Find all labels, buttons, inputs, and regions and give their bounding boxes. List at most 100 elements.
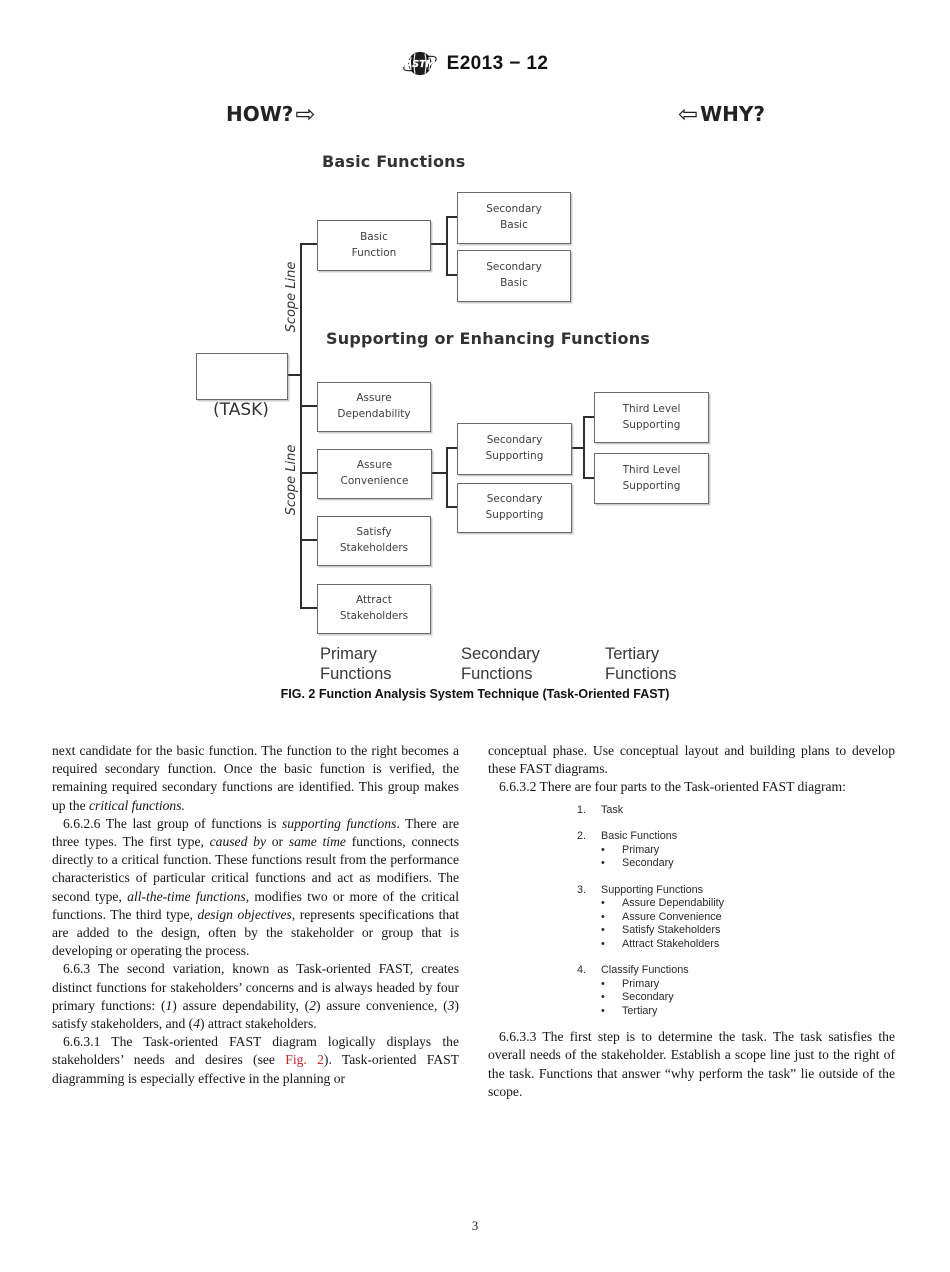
connector — [448, 216, 457, 218]
paragraph-6632: 6.6.3.2 There are four parts to the Task… — [488, 778, 895, 796]
text-run: ) assure dependability, ( — [172, 997, 310, 1013]
scope-line-label-upper: Scope Line — [283, 261, 299, 333]
text-run: 3 — [447, 997, 455, 1013]
connector — [302, 405, 317, 407]
text-run: conceptual phase. Use conceptual layout … — [488, 743, 895, 777]
bullet-icon: • — [601, 977, 605, 990]
primary-functions-label: Primary Functions — [320, 645, 392, 683]
list-label: Classify Functions — [601, 964, 689, 977]
astm-logo-icon: ASTM — [402, 48, 438, 79]
connector — [302, 243, 317, 245]
text-run: same time — [288, 834, 346, 850]
why-direction: ⇦WHY? — [678, 102, 765, 126]
assure-dependability-box: Assure Dependability — [317, 382, 431, 432]
list-label: Basic Functions — [601, 830, 678, 843]
connector — [448, 274, 457, 276]
connector — [302, 472, 317, 474]
left-column: next candidate for the basic function. T… — [52, 742, 459, 1088]
list-bullet: •Secondary — [488, 857, 895, 871]
list-number: 2. — [577, 830, 587, 843]
bullet-label: Primary — [622, 843, 660, 856]
satisfy-stakeholders-box: Satisfy Stakeholders — [317, 516, 431, 566]
text-run: ) satisfy stakeholders, and ( — [52, 997, 459, 1032]
how-direction: HOW?⇨ — [226, 102, 316, 126]
list-item: 2. Basic Functions — [488, 830, 895, 844]
assure-convenience-box: Assure Convenience — [317, 449, 432, 499]
third-level-supporting-box-2: Third Level Supporting — [594, 453, 709, 504]
text-run: supporting functions — [282, 815, 397, 831]
figure-caption: FIG. 2 Function Analysis System Techniqu… — [280, 687, 670, 701]
text-run: critical functions. — [89, 797, 185, 813]
connector — [585, 416, 594, 418]
text-run: ). Task-oriented FAST diagramming is esp… — [52, 1052, 460, 1086]
text-run: design objectives — [197, 906, 292, 922]
bullet-label: Assure Dependability — [622, 897, 725, 910]
text-run: or — [265, 834, 289, 850]
supporting-functions-heading: Supporting or Enhancing Functions — [326, 329, 651, 348]
paragraph: next candidate for the basic function. T… — [52, 742, 459, 815]
connector — [302, 539, 317, 541]
bullet-icon: • — [601, 991, 605, 1004]
list-label: Supporting Functions — [601, 883, 704, 896]
bullet-icon: • — [601, 857, 605, 870]
fig2-link[interactable]: Fig. 2 — [285, 1052, 324, 1068]
bullet-icon: • — [601, 897, 605, 910]
bullet-label: Assure Convenience — [622, 910, 722, 923]
connector — [583, 416, 585, 479]
bullet-label: Primary — [622, 977, 660, 990]
standard-designation: E2013 − 12 — [446, 52, 549, 74]
list-item: 1.Task — [488, 804, 895, 818]
left-arrow-icon: ⇦ — [678, 100, 699, 128]
connector — [585, 477, 594, 479]
connector — [302, 607, 317, 609]
list-number: 4. — [577, 964, 587, 977]
paragraph-663: 6.6.3 The second variation, known as Tas… — [52, 960, 459, 1033]
page-number: 3 — [471, 1218, 479, 1233]
connector — [430, 472, 447, 474]
text-run: ) assure convenience, ( — [315, 997, 448, 1013]
text-run: next candidate for the basic function. T… — [52, 743, 459, 813]
connector — [446, 447, 448, 508]
secondary-supporting-box-2: Secondary Supporting — [457, 483, 572, 533]
basic-functions-heading: Basic Functions — [322, 152, 466, 171]
text-run: , modifies two or more of the critical f… — [52, 888, 459, 922]
connector — [429, 243, 447, 245]
connector — [570, 447, 584, 449]
right-arrow-icon: ⇨ — [295, 100, 316, 128]
connector — [446, 216, 448, 276]
paragraph-6633: 6.6.3.3 The first step is to determine t… — [488, 1028, 895, 1101]
right-column: conceptual phase. Use conceptual layout … — [488, 742, 895, 1101]
list-item: 3. Supporting Functions — [488, 884, 895, 898]
text-run: 6.6.3 The second variation, known as Tas… — [52, 961, 459, 1013]
paragraph-6626: 6.6.2.6 The last group of functions is s… — [52, 815, 459, 961]
bullet-label: Attract Stakeholders — [622, 937, 720, 950]
paragraph: conceptual phase. Use conceptual layout … — [488, 742, 895, 778]
text-run: 1 — [165, 997, 173, 1013]
paragraph-6631: 6.6.3.1 The Task-oriented FAST diagram l… — [52, 1033, 459, 1088]
text-run: 6.6.3.1 The Task-oriented FAST diagram l… — [52, 1034, 459, 1068]
connector — [448, 447, 457, 449]
list-bullet: •Satisfy Stakeholders — [488, 924, 895, 938]
bullet-icon: • — [601, 1004, 605, 1017]
text-run: caused by — [209, 834, 266, 850]
list-item: 4. Classify Functions — [488, 964, 895, 978]
list-bullet: •Secondary — [488, 991, 895, 1005]
list-bullet: •Tertiary — [488, 1005, 895, 1019]
secondary-basic-box-2: Secondary Basic — [457, 250, 571, 302]
bullet-icon: • — [601, 843, 605, 856]
text-run: 6.6.3.3 The first step is to determine t… — [488, 1029, 895, 1099]
attract-stakeholders-box: Attract Stakeholders — [317, 584, 431, 634]
how-label: HOW? — [226, 102, 294, 126]
text-run: functions, connects directly to a critic… — [52, 834, 459, 904]
scope-line — [300, 243, 302, 609]
secondary-basic-box-1: Secondary Basic — [457, 192, 571, 244]
list-number: 3. — [577, 883, 587, 896]
secondary-supporting-box-1: Secondary Supporting — [457, 423, 572, 475]
text-run: . There are three types. The first type, — [52, 815, 460, 850]
why-label: WHY? — [700, 102, 765, 126]
text-run: 6.6.2.6 The last group of functions is — [63, 815, 283, 831]
scope-line-label-lower: Scope Line — [283, 444, 299, 516]
text-run: all-the-time functions — [127, 888, 246, 904]
bullet-icon: • — [601, 924, 605, 937]
